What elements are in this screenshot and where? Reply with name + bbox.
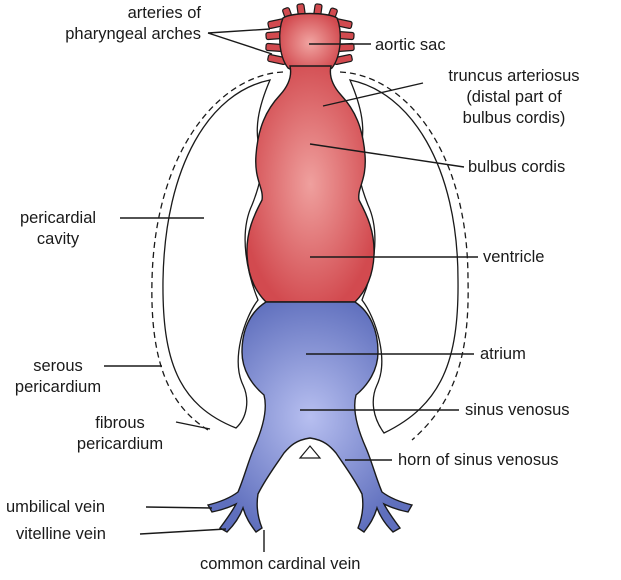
label-bulbus-cordis: bulbus cordis [468,157,565,178]
label-pericardial-cavity: pericardial cavity [2,208,114,250]
label-ventricle: ventricle [483,247,544,268]
heart-tube-arterial [247,66,374,302]
label-atrium: atrium [480,344,526,365]
label-truncus-arteriosus: truncus arteriosus (distal part of bulbu… [414,66,614,129]
label-sinus-venosus: sinus venosus [465,400,570,421]
label-common-cardinal-vein: common cardinal vein [200,554,336,575]
label-vitelline-vein: vitelline vein [16,524,106,545]
label-fibrous-pericardium: fibrous pericardium [68,413,172,455]
pericardial-reflection-triangle [300,446,320,458]
label-arteries-of-pharyngeal-arches: arteries of pharyngeal arches [65,3,201,45]
aortic-sac [266,4,355,73]
label-aortic-sac: aortic sac [375,35,446,56]
heart-tube-venous [208,302,412,532]
label-serous-pericardium: serous pericardium [6,356,110,398]
label-horn-of-sinus-venosus: horn of sinus venosus [398,450,559,471]
label-umbilical-vein: umbilical vein [6,497,105,518]
